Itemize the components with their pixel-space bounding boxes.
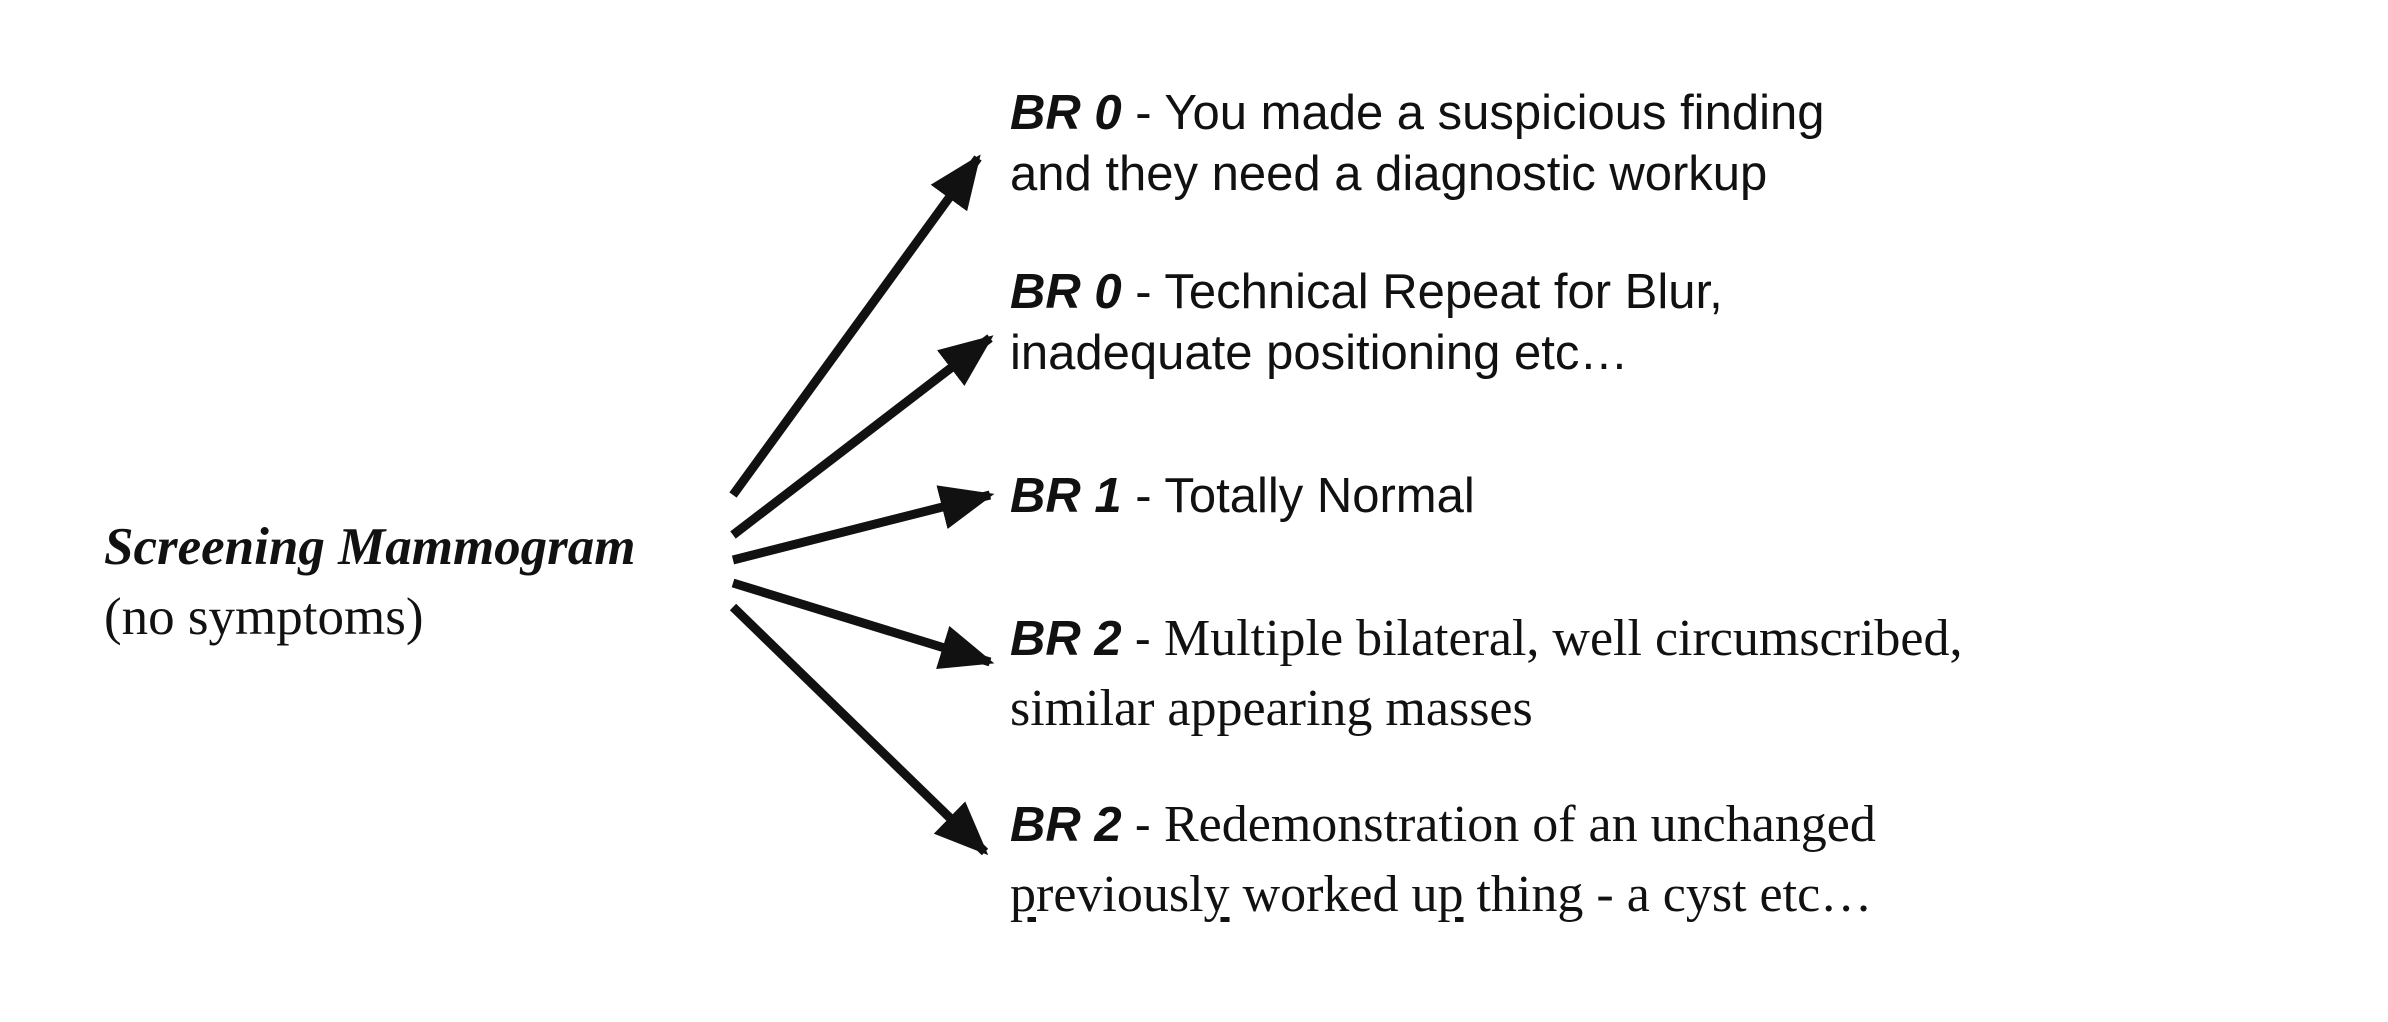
- arrow-to-outcome-2: [730, 334, 994, 539]
- arrow-to-outcome-4: [731, 578, 995, 669]
- outcome-text: Totally Normal: [1151, 469, 1475, 523]
- outcome-3: BR 1 - Totally Normal: [1010, 466, 1475, 527]
- outcome-separator: -: [1134, 798, 1151, 852]
- outcome-separator: -: [1135, 86, 1152, 140]
- outcome-text: similar appearing masses: [1010, 680, 1533, 737]
- outcome-code: BR 0: [1010, 265, 1122, 319]
- outcome-line: BR 2 - Multiple bilateral, well circumsc…: [1010, 604, 1962, 674]
- arrow-to-outcome-5: [729, 603, 989, 856]
- outcome-line: BR 0 - You made a suspicious finding: [1010, 83, 1824, 144]
- outcome-text: inadequate positioning etc…: [1010, 326, 1629, 380]
- source-node: Screening Mammogram (no symptoms): [104, 512, 636, 652]
- outcome-text: Multiple bilateral, well circumscribed,: [1150, 610, 1963, 667]
- outcome-line: similar appearing masses: [1010, 674, 1962, 744]
- arrow-to-outcome-3: [731, 485, 995, 565]
- outcome-line: and they need a diagnostic workup: [1010, 144, 1824, 205]
- outcome-1: BR 0 - You made a suspicious finding and…: [1010, 83, 1824, 205]
- outcome-text: worked u: [1229, 866, 1438, 923]
- arrow-to-outcome-1: [729, 154, 982, 498]
- outcome-code: BR 2: [1010, 612, 1122, 666]
- outcome-text: thing - a cyst etc…: [1463, 866, 1873, 923]
- outcome-line: BR 1 - Totally Normal: [1010, 466, 1475, 527]
- outcome-text: reviousl: [1036, 866, 1204, 923]
- outcome-code: BR 0: [1010, 86, 1122, 140]
- outcome-text: and they need a diagnostic workup: [1010, 147, 1768, 201]
- outcome-line: previously worked up thing - a cyst etc…: [1010, 860, 1876, 930]
- outcome-line: inadequate positioning etc…: [1010, 323, 1723, 384]
- outcome-2: BR 0 - Technical Repeat for Blur, inadeq…: [1010, 262, 1723, 384]
- outcome-separator: -: [1134, 612, 1151, 666]
- outcome-text-underlined: p: [1437, 866, 1464, 923]
- outcome-text: Redemonstration of an unchanged: [1150, 796, 1876, 853]
- outcome-text: Technical Repeat for Blur,: [1151, 265, 1723, 319]
- source-subtitle: (no symptoms): [104, 588, 424, 646]
- outcome-text-underlined: p: [1010, 866, 1036, 923]
- outcome-4: BR 2 - Multiple bilateral, well circumsc…: [1010, 604, 1962, 744]
- source-title: Screening Mammogram: [104, 518, 636, 576]
- outcome-5: BR 2 - Redemonstration of an unchanged p…: [1010, 790, 1876, 930]
- outcome-separator: -: [1135, 469, 1152, 523]
- outcome-text: You made a suspicious finding: [1151, 86, 1825, 140]
- outcome-text-underlined: y: [1203, 866, 1230, 923]
- outcome-code: BR 2: [1010, 798, 1122, 852]
- outcome-separator: -: [1135, 265, 1152, 319]
- outcome-code: BR 1: [1010, 469, 1122, 523]
- outcome-line: BR 2 - Redemonstration of an unchanged: [1010, 790, 1876, 860]
- outcome-line: BR 0 - Technical Repeat for Blur,: [1010, 262, 1723, 323]
